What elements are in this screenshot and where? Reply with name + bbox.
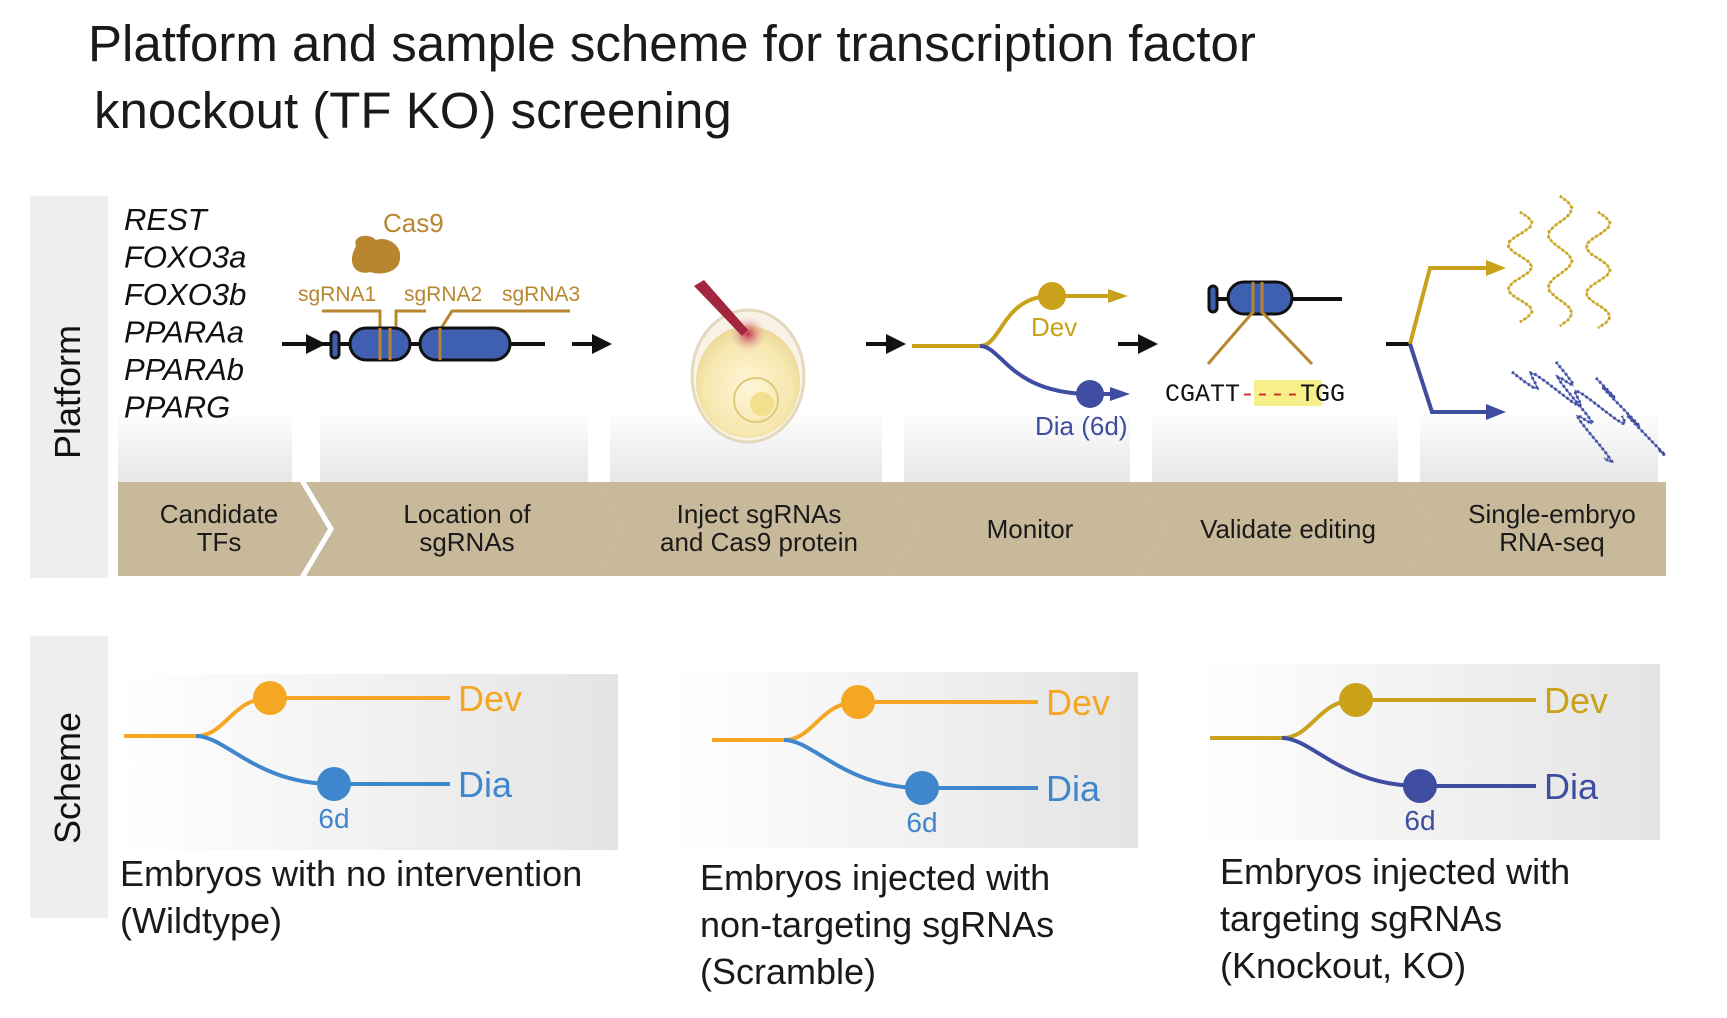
step-chevron — [306, 482, 624, 576]
seq-right: TGG — [1300, 380, 1345, 409]
scheme-section-label: Scheme — [30, 636, 108, 918]
scheme-caption: Embryos with no intervention (Wildtype) — [120, 853, 582, 941]
step-column-bg — [320, 410, 588, 482]
scheme-day-label: 6d — [1404, 805, 1435, 836]
step-label: Monitor — [987, 514, 1074, 544]
monitor-dia-label: Dia (6d) — [1035, 411, 1127, 441]
dev-node — [1339, 683, 1373, 717]
page-title: Platform and sample scheme for transcrip… — [88, 10, 1256, 144]
title-line-2: knockout (TF KO) screening — [94, 82, 732, 139]
monitor-dev-label: Dev — [1031, 312, 1077, 342]
tf-item: FOXO3b — [124, 277, 246, 312]
step-label-line1: Single-embryo — [1468, 499, 1636, 529]
scheme-caption-line: non-targeting sgRNAs — [700, 904, 1054, 945]
step-chevron — [890, 482, 1166, 576]
tf-item: PPARG — [124, 390, 230, 425]
svg-text:CGATT----TGG: CGATT----TGG — [1165, 380, 1345, 409]
scheme-caption-line: (Scramble) — [700, 951, 876, 992]
gene-diagram: Cas9 sgRNA1 sgRNA2 sgRNA3 — [298, 208, 580, 362]
step-column-bg — [118, 410, 292, 482]
scheme-caption-line: (Knockout, KO) — [1220, 945, 1466, 986]
scheme-caption-line: Embryos injected with — [700, 857, 1050, 898]
step-column-bg — [1420, 410, 1658, 482]
validate-editing-diagram: CGATT----TGG — [1165, 280, 1345, 409]
step-label-line1: Inject sgRNAs — [677, 499, 842, 529]
sgrna2-label: sgRNA2 — [404, 283, 482, 306]
step-label-line2: and Cas9 protein — [660, 527, 858, 557]
sgrna1-label: sgRNA1 — [298, 283, 376, 306]
scheme-day-label: 6d — [906, 807, 937, 838]
scheme-dia-label: Dia — [1046, 768, 1101, 809]
dia-node — [317, 767, 351, 801]
rna-seq-diagram — [1386, 194, 1667, 464]
tf-item: PPARAa — [124, 315, 244, 350]
tf-item: REST — [124, 202, 209, 237]
scheme-caption-line: Embryos injected with — [1220, 851, 1570, 892]
rna-strand-icons — [1506, 194, 1667, 464]
dev-node — [841, 685, 875, 719]
seq-left: CGATT — [1165, 380, 1240, 409]
scheme-dev-label: Dev — [1544, 680, 1608, 721]
step-label-line2: TFs — [197, 527, 242, 557]
scheme-caption-line: Embryos with no intervention — [120, 853, 582, 894]
step-column-bg — [904, 410, 1130, 482]
scheme-dia-label: Dia — [458, 764, 513, 805]
scheme-dia-label: Dia — [1544, 766, 1599, 807]
seq-gap: ---- — [1240, 380, 1300, 409]
sgrna3-label: sgRNA3 — [502, 283, 580, 306]
step-label-line1: Monitor — [987, 514, 1074, 544]
step-chevron — [118, 482, 328, 576]
tf-item: FOXO3a — [124, 240, 246, 275]
title-line-1: Platform and sample scheme for transcrip… — [88, 15, 1256, 72]
step-chevron — [596, 482, 918, 576]
scheme-caption-line: (Wildtype) — [120, 900, 282, 941]
step-label: Validate editing — [1200, 514, 1376, 544]
scheme-label: Scheme — [47, 712, 88, 844]
dia-node — [905, 771, 939, 805]
scheme-caption: Embryos injected with targeting sgRNAs (Kn… — [1220, 851, 1570, 986]
step-column-bg — [1152, 410, 1398, 482]
scheme-dev-label: Dev — [1046, 682, 1110, 723]
dev-node — [253, 681, 287, 715]
scheme-caption-line: targeting sgRNAs — [1220, 898, 1502, 939]
platform-section-label: Platform — [30, 196, 108, 578]
tf-item: PPARAb — [124, 352, 244, 387]
step-label-line2: RNA-seq — [1499, 527, 1604, 557]
monitor-branch-diagram: Dev Dia (6d) — [912, 282, 1130, 441]
cas9-protein-icon — [351, 235, 401, 274]
dia-node — [1403, 769, 1437, 803]
scheme-day-label: 6d — [318, 803, 349, 834]
scheme-caption: Embryos injected with non-targeting sgRNA… — [700, 857, 1054, 992]
step-chevron — [1138, 482, 1434, 576]
step-chevron — [1406, 482, 1666, 576]
cas9-label: Cas9 — [383, 208, 444, 238]
step-label-line1: Validate editing — [1200, 514, 1376, 544]
step-label-line1: Candidate — [160, 499, 279, 529]
step-label-line2: sgRNAs — [419, 527, 514, 557]
embryo-injection-icon — [690, 280, 806, 444]
scheme-dev-label: Dev — [458, 678, 522, 719]
platform-label: Platform — [47, 325, 88, 459]
step-label-line1: Location of — [403, 499, 531, 529]
